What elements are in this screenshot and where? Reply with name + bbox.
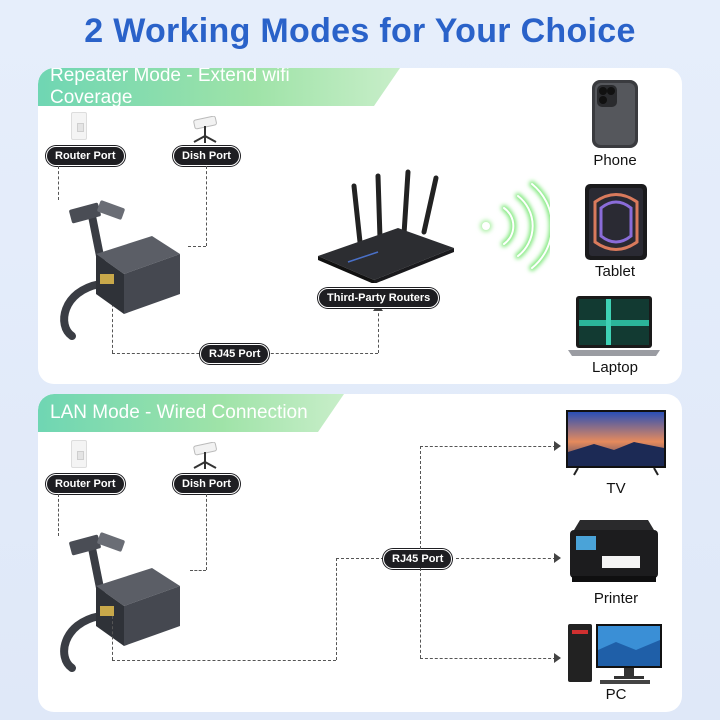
tablet-label: Tablet — [594, 263, 636, 280]
connector-line — [378, 308, 379, 353]
adapter-icon — [60, 532, 180, 672]
connector-line — [336, 558, 384, 559]
arrow-icon — [554, 653, 561, 663]
connector-line — [190, 570, 206, 571]
pc-icon — [568, 624, 662, 684]
phone-label: Phone — [593, 152, 637, 169]
laptop-label: Laptop — [592, 359, 638, 376]
repeater-mode-panel: Repeater Mode - Extend wifi Coverage Rou… — [38, 68, 682, 384]
laptop-icon — [568, 296, 660, 356]
repeater-mode-heading: Repeater Mode - Extend wifi Coverage — [38, 68, 400, 106]
third-party-routers-label: Third-Party Routers — [318, 288, 440, 308]
wifi-signal-icon — [480, 181, 550, 271]
connector-line — [420, 658, 556, 659]
rj45-port-label: RJ45 Port — [200, 344, 270, 364]
satellite-dish-icon — [193, 442, 217, 469]
connector-line — [112, 616, 113, 660]
page-title: 2 Working Modes for Your Choice — [84, 12, 636, 50]
arrow-icon — [554, 553, 561, 563]
satellite-dish-icon — [193, 116, 217, 143]
connector-line — [112, 660, 336, 661]
router-port-label: Router Port — [46, 474, 125, 494]
connector-line — [456, 558, 556, 559]
connector-line — [420, 446, 421, 549]
connector-line — [336, 558, 337, 660]
printer-label: Printer — [593, 590, 639, 607]
adapter-icon — [60, 200, 180, 340]
pc-label: PC — [605, 686, 627, 703]
phone-icon — [592, 80, 638, 148]
rj45-port-label: RJ45 Port — [383, 549, 453, 569]
connector-line — [188, 246, 206, 247]
tv-icon — [566, 410, 666, 476]
connector-line — [206, 494, 207, 570]
connector-line — [206, 166, 207, 246]
printer-icon — [570, 520, 658, 582]
router-icon — [318, 169, 454, 283]
tablet-icon — [585, 184, 647, 260]
lan-mode-heading: LAN Mode - Wired Connection — [38, 394, 344, 432]
connector-line — [420, 446, 556, 447]
tv-label: TV — [606, 480, 626, 497]
router-port-label: Router Port — [46, 146, 125, 166]
arrow-icon — [554, 441, 561, 451]
wall-outlet-icon — [71, 440, 87, 468]
connector-line — [112, 283, 113, 353]
connector-line — [58, 494, 59, 536]
dish-port-label: Dish Port — [173, 146, 240, 166]
connector-line — [420, 568, 421, 658]
connector-line — [58, 166, 59, 200]
lan-mode-panel: LAN Mode - Wired Connection Router Port … — [38, 394, 682, 712]
wall-outlet-icon — [71, 112, 87, 140]
dish-port-label: Dish Port — [173, 474, 240, 494]
